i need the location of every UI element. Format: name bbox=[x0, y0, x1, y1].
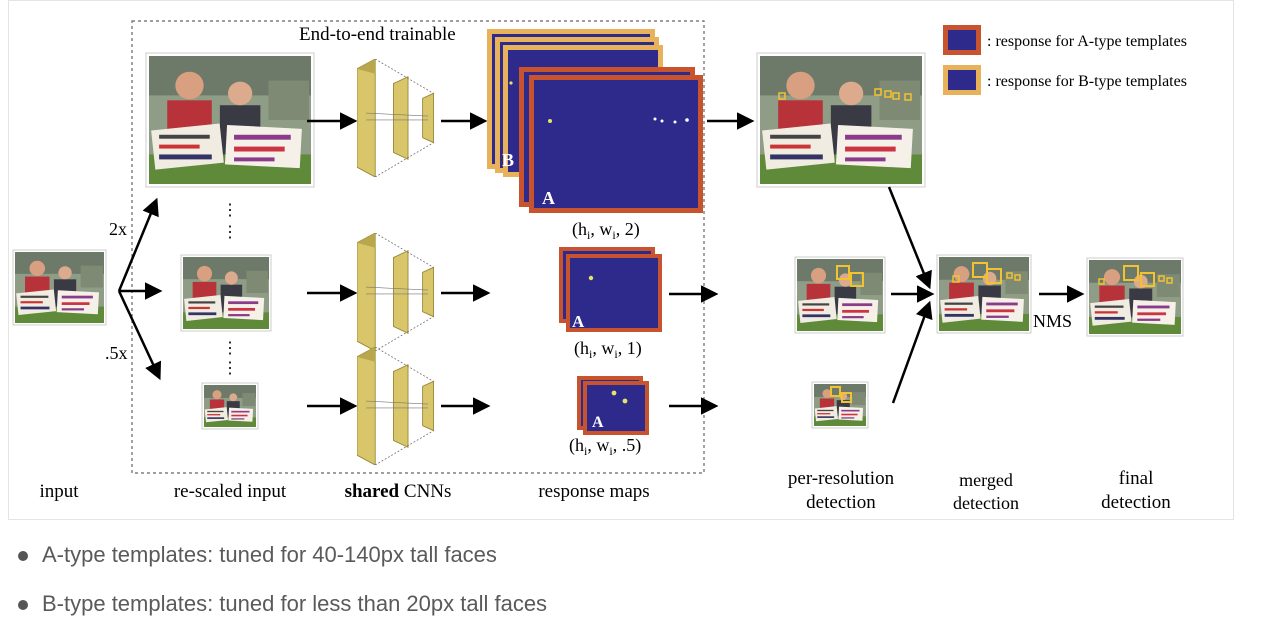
nms-label: NMS bbox=[1033, 311, 1072, 331]
pipeline-figure: End-to-end trainable ⋮ ⋮ ⋮ ⋮ 2x .5x bbox=[8, 0, 1234, 520]
map-shape-2x: (hi, wi, 2) bbox=[572, 219, 640, 242]
response-maps-2x bbox=[487, 29, 703, 213]
caption-rescaled: re-scaled input bbox=[174, 481, 287, 502]
response-maps-1x bbox=[559, 247, 662, 332]
caption-per-res-1: per-resolution bbox=[788, 468, 895, 489]
bullet-b-text: B-type templates: tuned for less than 20… bbox=[42, 591, 548, 616]
rescaled-image-2x bbox=[145, 52, 315, 188]
final-detection bbox=[1086, 257, 1184, 337]
detection-2x bbox=[756, 52, 926, 188]
caption-final-2: detection bbox=[1101, 492, 1171, 513]
scale-up-label: 2x bbox=[109, 219, 127, 239]
cnn-block-2 bbox=[357, 233, 435, 351]
trainable-region bbox=[131, 20, 705, 474]
map-letter-b: B bbox=[502, 150, 514, 170]
trainable-label: End-to-end trainable bbox=[299, 24, 456, 45]
ellipsis-dots-1b: ⋮ bbox=[222, 224, 238, 241]
fork-arrow-up bbox=[117, 197, 159, 292]
fork-arrow-down bbox=[117, 290, 162, 381]
map-shape-half: (hi, wi, .5) bbox=[569, 435, 641, 458]
caption-shared-cnns: shared CNNs bbox=[345, 481, 452, 502]
caption-response-maps: response maps bbox=[538, 481, 649, 502]
caption-final-1: final bbox=[1119, 468, 1154, 489]
cnn-block-3 bbox=[357, 347, 435, 465]
bullet-b-type: B-type templates: tuned for less than 20… bbox=[18, 587, 918, 621]
bullet-dot-icon bbox=[18, 551, 28, 561]
caption-merged-2: detection bbox=[953, 493, 1019, 513]
map-letter-a-1x: A bbox=[572, 312, 585, 331]
legend-b bbox=[943, 65, 981, 95]
bullet-a-type: A-type templates: tuned for 40-140px tal… bbox=[18, 538, 918, 572]
ellipsis-dots-2b: ⋮ bbox=[222, 360, 238, 377]
bullet-dot-icon bbox=[18, 600, 28, 610]
detection-half bbox=[811, 381, 869, 429]
detection-1x bbox=[794, 256, 886, 334]
map-shape-1x: (hi, wi, 1) bbox=[574, 338, 642, 361]
template-notes: A-type templates: tuned for 40-140px tal… bbox=[18, 538, 918, 636]
legend-a bbox=[943, 25, 981, 55]
caption-per-res-2: detection bbox=[806, 492, 876, 513]
rescaled-image-1x bbox=[180, 254, 272, 332]
map-letter-a-half: A bbox=[592, 414, 604, 431]
merge-arrow-bottom bbox=[891, 300, 933, 404]
ellipsis-dots-2: ⋮ bbox=[222, 340, 238, 357]
input-image bbox=[12, 249, 107, 326]
caption-merged-1: merged bbox=[959, 470, 1013, 490]
scale-down-label: .5x bbox=[105, 343, 128, 363]
legend-b-text: : response for B-type templates bbox=[987, 73, 1187, 90]
response-maps-half bbox=[577, 376, 649, 435]
merged-detection bbox=[936, 254, 1032, 334]
bullet-a-text: A-type templates: tuned for 40-140px tal… bbox=[42, 542, 497, 567]
legend-a-text: : response for A-type templates bbox=[987, 33, 1187, 50]
map-letter-a-2x: A bbox=[542, 188, 555, 208]
merge-arrow-top bbox=[887, 186, 932, 290]
caption-input: input bbox=[39, 481, 79, 502]
cnn-block-1 bbox=[357, 59, 435, 177]
rescaled-image-half bbox=[201, 382, 259, 430]
ellipsis-dots-1: ⋮ bbox=[222, 202, 238, 219]
